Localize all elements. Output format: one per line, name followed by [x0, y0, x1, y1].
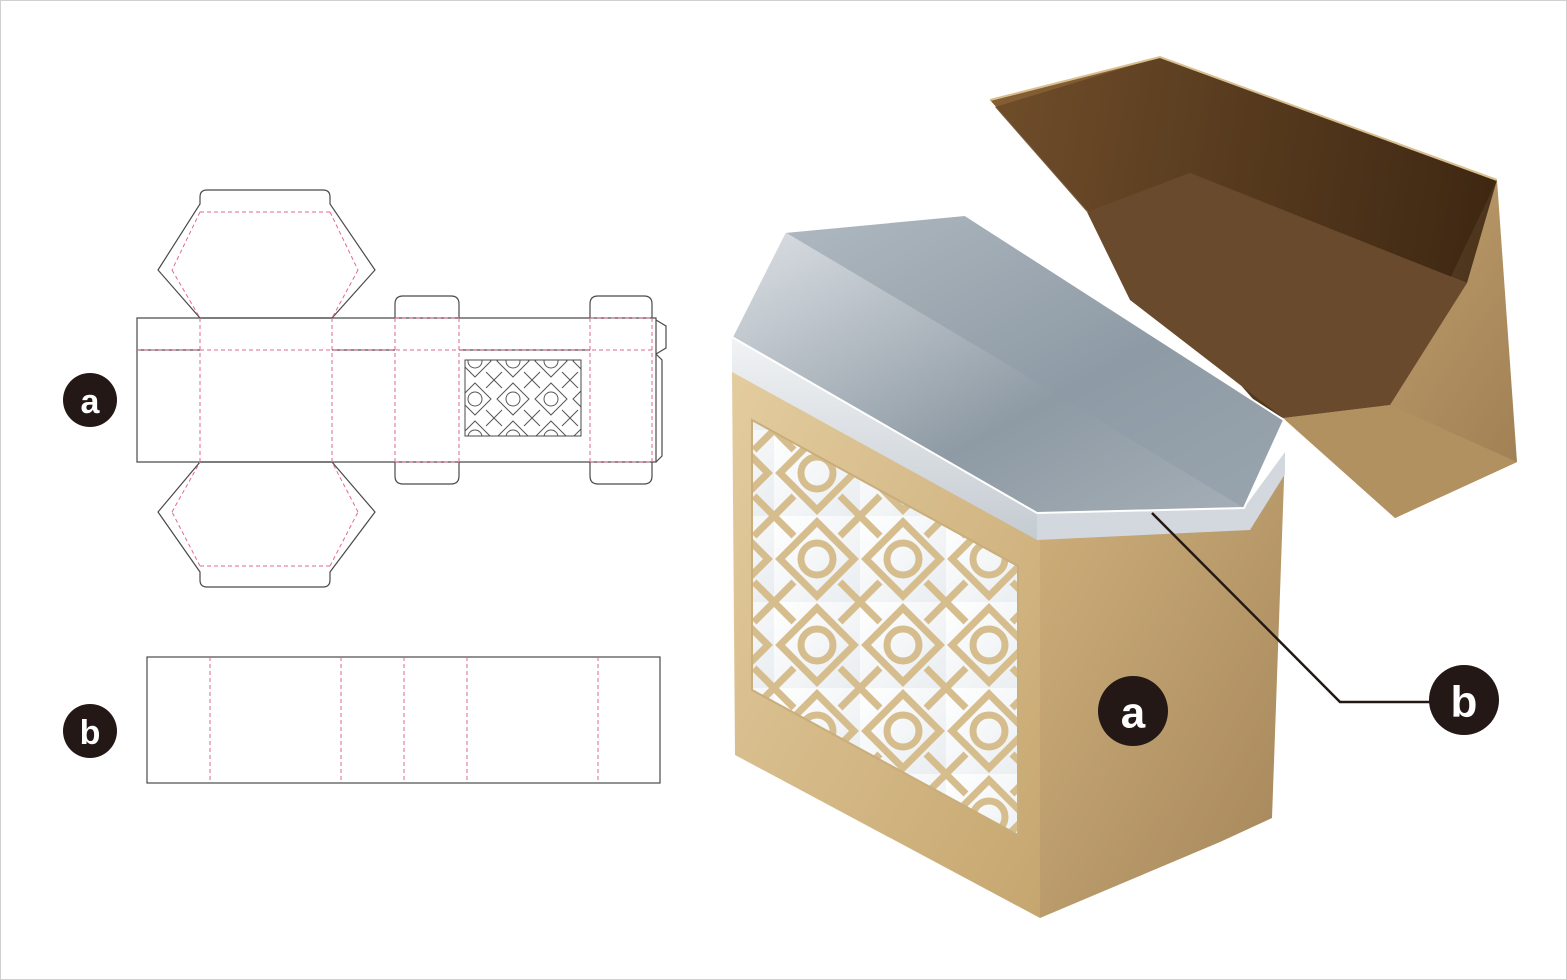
badge-box-b: b	[1429, 665, 1499, 735]
lid	[989, 55, 1517, 518]
badge-dieline-b: b	[63, 704, 117, 758]
dieline-a-flap-bottom-1	[394, 462, 460, 485]
dieline-a-flap-bottom-2	[589, 462, 653, 485]
badge-box-a: a	[1098, 676, 1168, 746]
lid-interior-floor	[1087, 173, 1467, 418]
insert-wall-side	[1037, 452, 1285, 540]
badge-dieline-a: a	[63, 373, 117, 427]
dieline-a-glue-tab	[655, 319, 667, 463]
insert-b	[731, 213, 1286, 540]
dieline-a-top-hexagon	[157, 189, 376, 319]
badge-dieline-b-label: b	[80, 714, 101, 752]
badge-dieline-a-label: a	[81, 383, 101, 421]
box-side-face	[1040, 452, 1285, 918]
lid-interior-back-wall	[995, 57, 1497, 283]
dieline-a-flap-top-1	[394, 295, 460, 318]
badge-box-a-label: a	[1121, 689, 1146, 738]
insert-wall-front	[732, 337, 1037, 540]
dieline-b-fold-lines	[209, 657, 599, 783]
dieline-a-stencil-window	[464, 359, 582, 437]
box-base	[732, 372, 1285, 918]
dieline-a-flap-top-2	[589, 295, 653, 318]
dieline-a-fold-lines	[137, 211, 656, 567]
lid-front-flap	[1283, 405, 1517, 518]
insert-interior-wall	[785, 215, 1284, 508]
badge-box-b-label: b	[1451, 678, 1478, 727]
dieline-a-bottom-hexagon	[157, 461, 376, 588]
box-stencil-window	[752, 420, 1018, 835]
callout-line-b	[1151, 512, 1432, 704]
dieline-b	[146, 656, 661, 784]
